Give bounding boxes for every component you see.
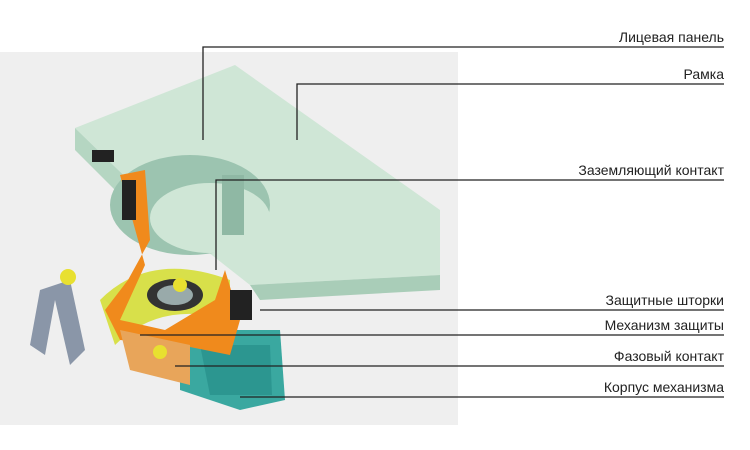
label-protective-shutters: Защитные шторки (605, 292, 724, 308)
label-frame: Рамка (683, 66, 724, 82)
frame-edge (250, 275, 440, 300)
leader-line-frame (296, 83, 724, 140)
label-protection-mechanism: Механизм защиты (604, 317, 724, 333)
label-face-panel: Лицевая панель (618, 29, 724, 45)
phase-contact (105, 170, 240, 355)
label-mechanism-housing: Корпус механизма (603, 379, 724, 395)
shutter (230, 290, 252, 320)
frame (75, 65, 440, 285)
label-ground-contact: Заземляющий контакт (578, 162, 724, 178)
leader-line-ground-contact (215, 179, 724, 270)
label-phase-contact: Фазовый контакт (613, 348, 724, 364)
ground-pin (222, 175, 244, 235)
clamp (30, 280, 85, 365)
leader-line-face-panel (202, 46, 724, 140)
